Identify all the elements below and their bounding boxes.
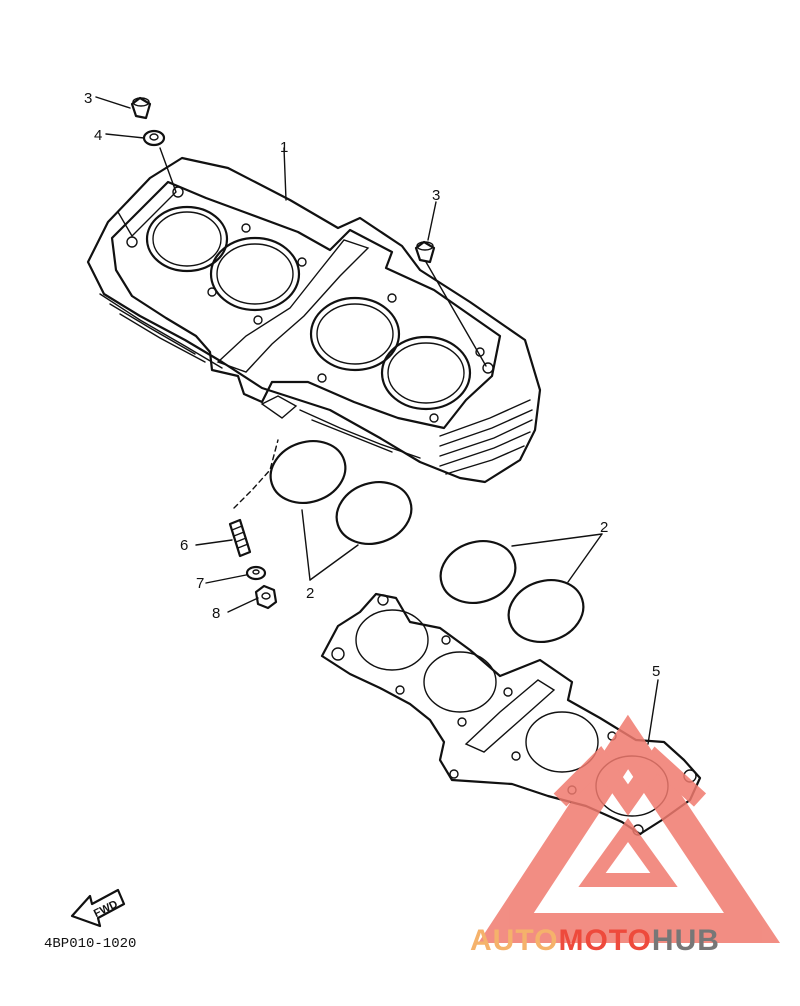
- callout-orings-right: 2: [600, 519, 608, 536]
- small-washer: [245, 565, 267, 581]
- fwd-arrow-icon: FWD: [70, 888, 126, 928]
- callout-nut: 8: [212, 605, 220, 622]
- cylinder-block: [86, 156, 542, 484]
- callout-orings-left: 2: [306, 585, 314, 602]
- cylinder-gasket: [320, 592, 702, 836]
- o-rings-left: [269, 440, 413, 545]
- dowel-pin-right: [414, 240, 436, 264]
- callout-stud: 6: [180, 537, 188, 554]
- stud-bolt: [228, 518, 252, 558]
- leader-lines: [95, 96, 659, 745]
- callout-washer: 4: [94, 127, 102, 144]
- watermark-text: AUTOMOTOHUB: [470, 924, 720, 958]
- watermark-logo-icon: [478, 714, 781, 943]
- watermark-auto: AUTO: [470, 924, 559, 957]
- callout-dowel-right: 3: [432, 187, 440, 204]
- dowel-pin-left: [130, 96, 152, 120]
- o-rings-right: [439, 540, 585, 643]
- watermark-moto: MOTO: [558, 924, 652, 957]
- nut-part: [254, 584, 278, 610]
- callout-dowel-left: 3: [84, 90, 92, 107]
- callout-gasket: 5: [652, 663, 660, 680]
- reference-code: 4BP010-1020: [44, 936, 137, 952]
- callout-washer-small: 7: [196, 575, 204, 592]
- washer-part: [142, 129, 166, 147]
- watermark-hub: HUB: [651, 924, 720, 957]
- callout-cylinder: 1: [280, 139, 288, 156]
